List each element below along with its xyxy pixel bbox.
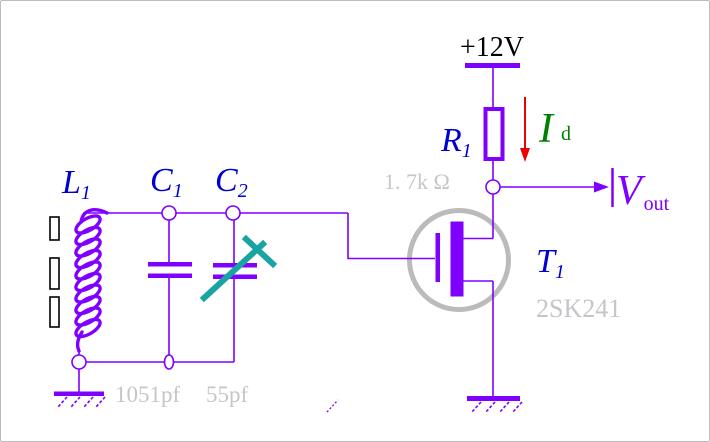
cap-c1-name: C [150,162,173,199]
coil-top-hook [79,208,109,224]
transistor-name: T [536,243,557,280]
coil-bottom-hook [75,330,84,353]
cap-c2-plate-top [213,263,257,268]
output-sub: out [644,193,670,215]
resistor-r1-body [483,107,505,161]
cap-c2-name: C [215,162,238,199]
resistor-r1-label: R1 [440,122,472,162]
inductor-sub: 1 [81,182,91,204]
cap-c1-plate-bottom [148,273,192,278]
cap-c1-plate-top [148,262,192,267]
drain-current-arrow-icon [520,97,530,162]
resistor-sub: 1 [462,140,472,162]
inductor-name: L [61,164,81,201]
ground-left-icon [57,396,106,408]
output-name: V [616,168,646,214]
gate-wire [347,213,435,260]
cap-c2-value: 55pf [206,382,249,407]
transistor-gate-bar [435,233,440,282]
drain-current-sub: d [561,123,571,145]
ground-right-icon [470,401,523,414]
cap-c1-value: 1051pf [115,382,181,407]
nodes [71,179,501,370]
node-drain [485,179,501,195]
node-c1-top [161,205,177,221]
ground-right-bar [467,396,520,401]
cap-c2-plate-bottom [213,274,257,279]
cap-c2-label: C2 [215,162,248,202]
cap-c1-label: C1 [150,162,183,202]
transistor-t1-label: T1 [536,243,565,283]
node-c2-top [225,205,241,221]
inductor-l1-coil [74,208,109,353]
supply-label: +12V [460,32,524,63]
transistor-sub: 1 [555,261,565,283]
transistor-channel-bar [450,221,464,297]
ground-left-bar [54,391,104,396]
supply-rail-bar [465,63,520,68]
node-l1-bottom [71,354,87,370]
drain-current-name: I [538,106,555,152]
cap-c1-sub: 1 [173,180,183,202]
transistor-body-circle [407,208,511,312]
resistor-name: R [440,122,462,159]
inductor-core-icon [49,216,60,328]
output-arrow-icon [594,181,609,193]
node-c1-bottom [163,354,175,370]
transistor-part-number: 2SK241 [536,294,621,323]
inductor-l1-label: L1 [61,164,91,204]
stray-mark [326,399,339,413]
component-shapes [54,63,609,401]
cap-c2-sub: 2 [238,180,248,202]
resistor-r1-value: 1. 7k Ω [384,169,450,194]
cap-c2-variable-arrow-icon [199,234,278,303]
wires [78,67,614,396]
